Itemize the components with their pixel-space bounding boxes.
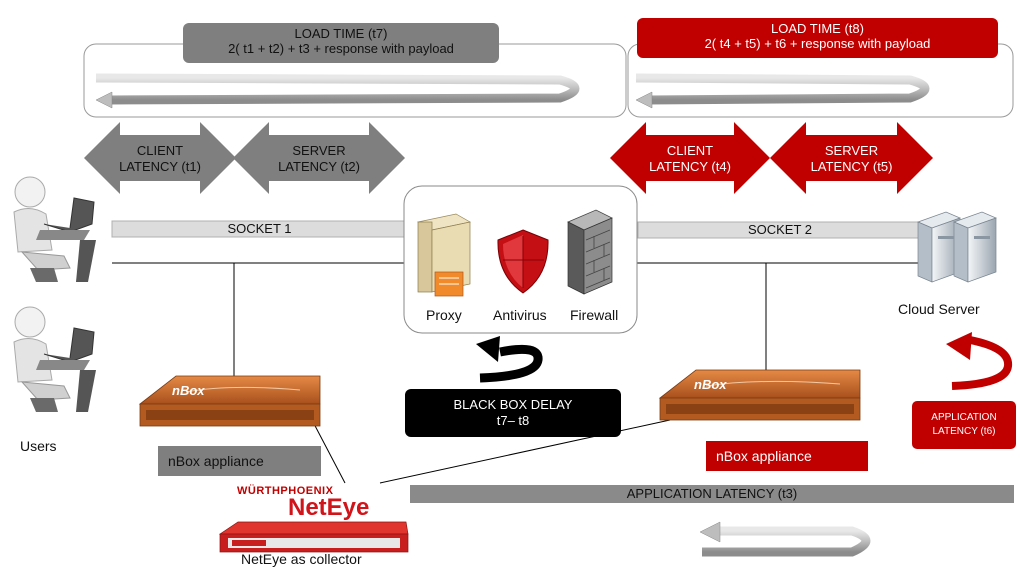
neteye-collector-icon xyxy=(218,521,409,553)
neteye-brand-top: WÜRTHPHOENIX xyxy=(237,485,334,497)
server-latency-arrow-right xyxy=(770,122,933,194)
cloud-server-label: Cloud Server xyxy=(898,301,980,317)
application-latency-arrowhead-icon xyxy=(946,332,972,360)
nbox-brand-left: nBox xyxy=(172,383,205,398)
nbox-right-label: nBox appliance xyxy=(706,441,868,471)
black-box-delay-title: BLACK BOX DELAY xyxy=(453,397,573,412)
nbox-appliance-left-icon xyxy=(138,375,321,427)
application-latency-bar-shape xyxy=(410,485,1014,503)
client-latency-right-line1: CLIENT xyxy=(666,143,714,158)
application-latency-t6-line2: LATENCY (t6) xyxy=(932,426,996,437)
client-latency-right-label: CLIENT LATENCY (t4) xyxy=(630,143,750,175)
client-latency-arrow-left xyxy=(84,122,236,194)
client-latency-left-line1: CLIENT xyxy=(136,143,184,158)
firewall-icon xyxy=(567,209,613,295)
antivirus-label: Antivirus xyxy=(493,307,547,323)
black-box-curve-arrow-icon xyxy=(479,344,543,383)
server-latency-left-label: SERVER LATENCY (t2) xyxy=(255,143,383,175)
user-icon-bottom xyxy=(13,306,96,412)
server-latency-left-line1: SERVER xyxy=(292,143,346,158)
load-time-right-formula: 2( t4 + t5) + t6 + response with payload xyxy=(704,36,931,51)
server-latency-arrow-left xyxy=(233,122,405,194)
black-box-arrowhead-icon xyxy=(476,336,500,362)
application-latency-tube xyxy=(699,521,871,557)
client-latency-arrow-right xyxy=(610,122,770,194)
server-latency-right-line2: LATENCY (t5) xyxy=(810,159,893,174)
users-label: Users xyxy=(20,438,57,454)
user-icon-top xyxy=(13,176,96,282)
load-time-tube-left xyxy=(95,73,580,109)
load-time-left-title: LOAD TIME (t7) xyxy=(294,26,388,41)
proxy-label: Proxy xyxy=(426,307,462,323)
neteye-brand-main: NetEye xyxy=(288,494,370,521)
client-latency-left-line2: LATENCY (t1) xyxy=(119,159,201,174)
collector-line-right xyxy=(379,419,671,484)
socket-2-label: SOCKET 2 xyxy=(747,222,813,237)
socket-1-label: SOCKET 1 xyxy=(227,221,292,236)
nbox-brand-right: nBox xyxy=(694,377,727,392)
nbox-appliance-right-icon xyxy=(658,369,861,421)
server-latency-right-line1: SERVER xyxy=(824,143,879,158)
load-time-tube-right xyxy=(635,73,930,109)
antivirus-shield-icon xyxy=(497,229,549,294)
load-time-header-left: LOAD TIME (t7) 2( t1 + t2) + t3 + respon… xyxy=(183,23,499,63)
cloud-server-icon xyxy=(917,211,997,283)
application-latency-curve-arrow-icon xyxy=(951,336,1013,390)
neteye-collector-label: NetEye as collector xyxy=(241,551,362,567)
proxy-server-icon xyxy=(417,213,471,297)
load-time-left-formula: 2( t1 + t2) + t3 + response with payload xyxy=(228,41,454,56)
load-time-header-right: LOAD TIME (t8) 2( t4 + t5) + t6 + respon… xyxy=(637,18,998,58)
client-latency-left-label: CLIENT LATENCY (t1) xyxy=(104,143,216,175)
load-time-right-title: LOAD TIME (t8) xyxy=(771,21,864,36)
nbox-left-label: nBox appliance xyxy=(158,446,321,476)
firewall-label: Firewall xyxy=(570,307,619,323)
black-box-delay-box: BLACK BOX DELAY t7– t8 xyxy=(405,389,621,437)
application-latency-bar-label: APPLICATION LATENCY (t3) xyxy=(626,486,798,501)
server-latency-right-label: SERVER LATENCY (t5) xyxy=(790,143,913,175)
application-latency-t6-box: APPLICATION LATENCY (t6) xyxy=(912,401,1016,449)
black-box-delay-value: t7– t8 xyxy=(496,413,530,428)
collector-line-left xyxy=(311,419,346,484)
server-latency-left-line2: LATENCY (t2) xyxy=(278,159,360,174)
application-latency-t6-line1: APPLICATION xyxy=(931,412,997,423)
client-latency-right-line2: LATENCY (t4) xyxy=(649,159,731,174)
